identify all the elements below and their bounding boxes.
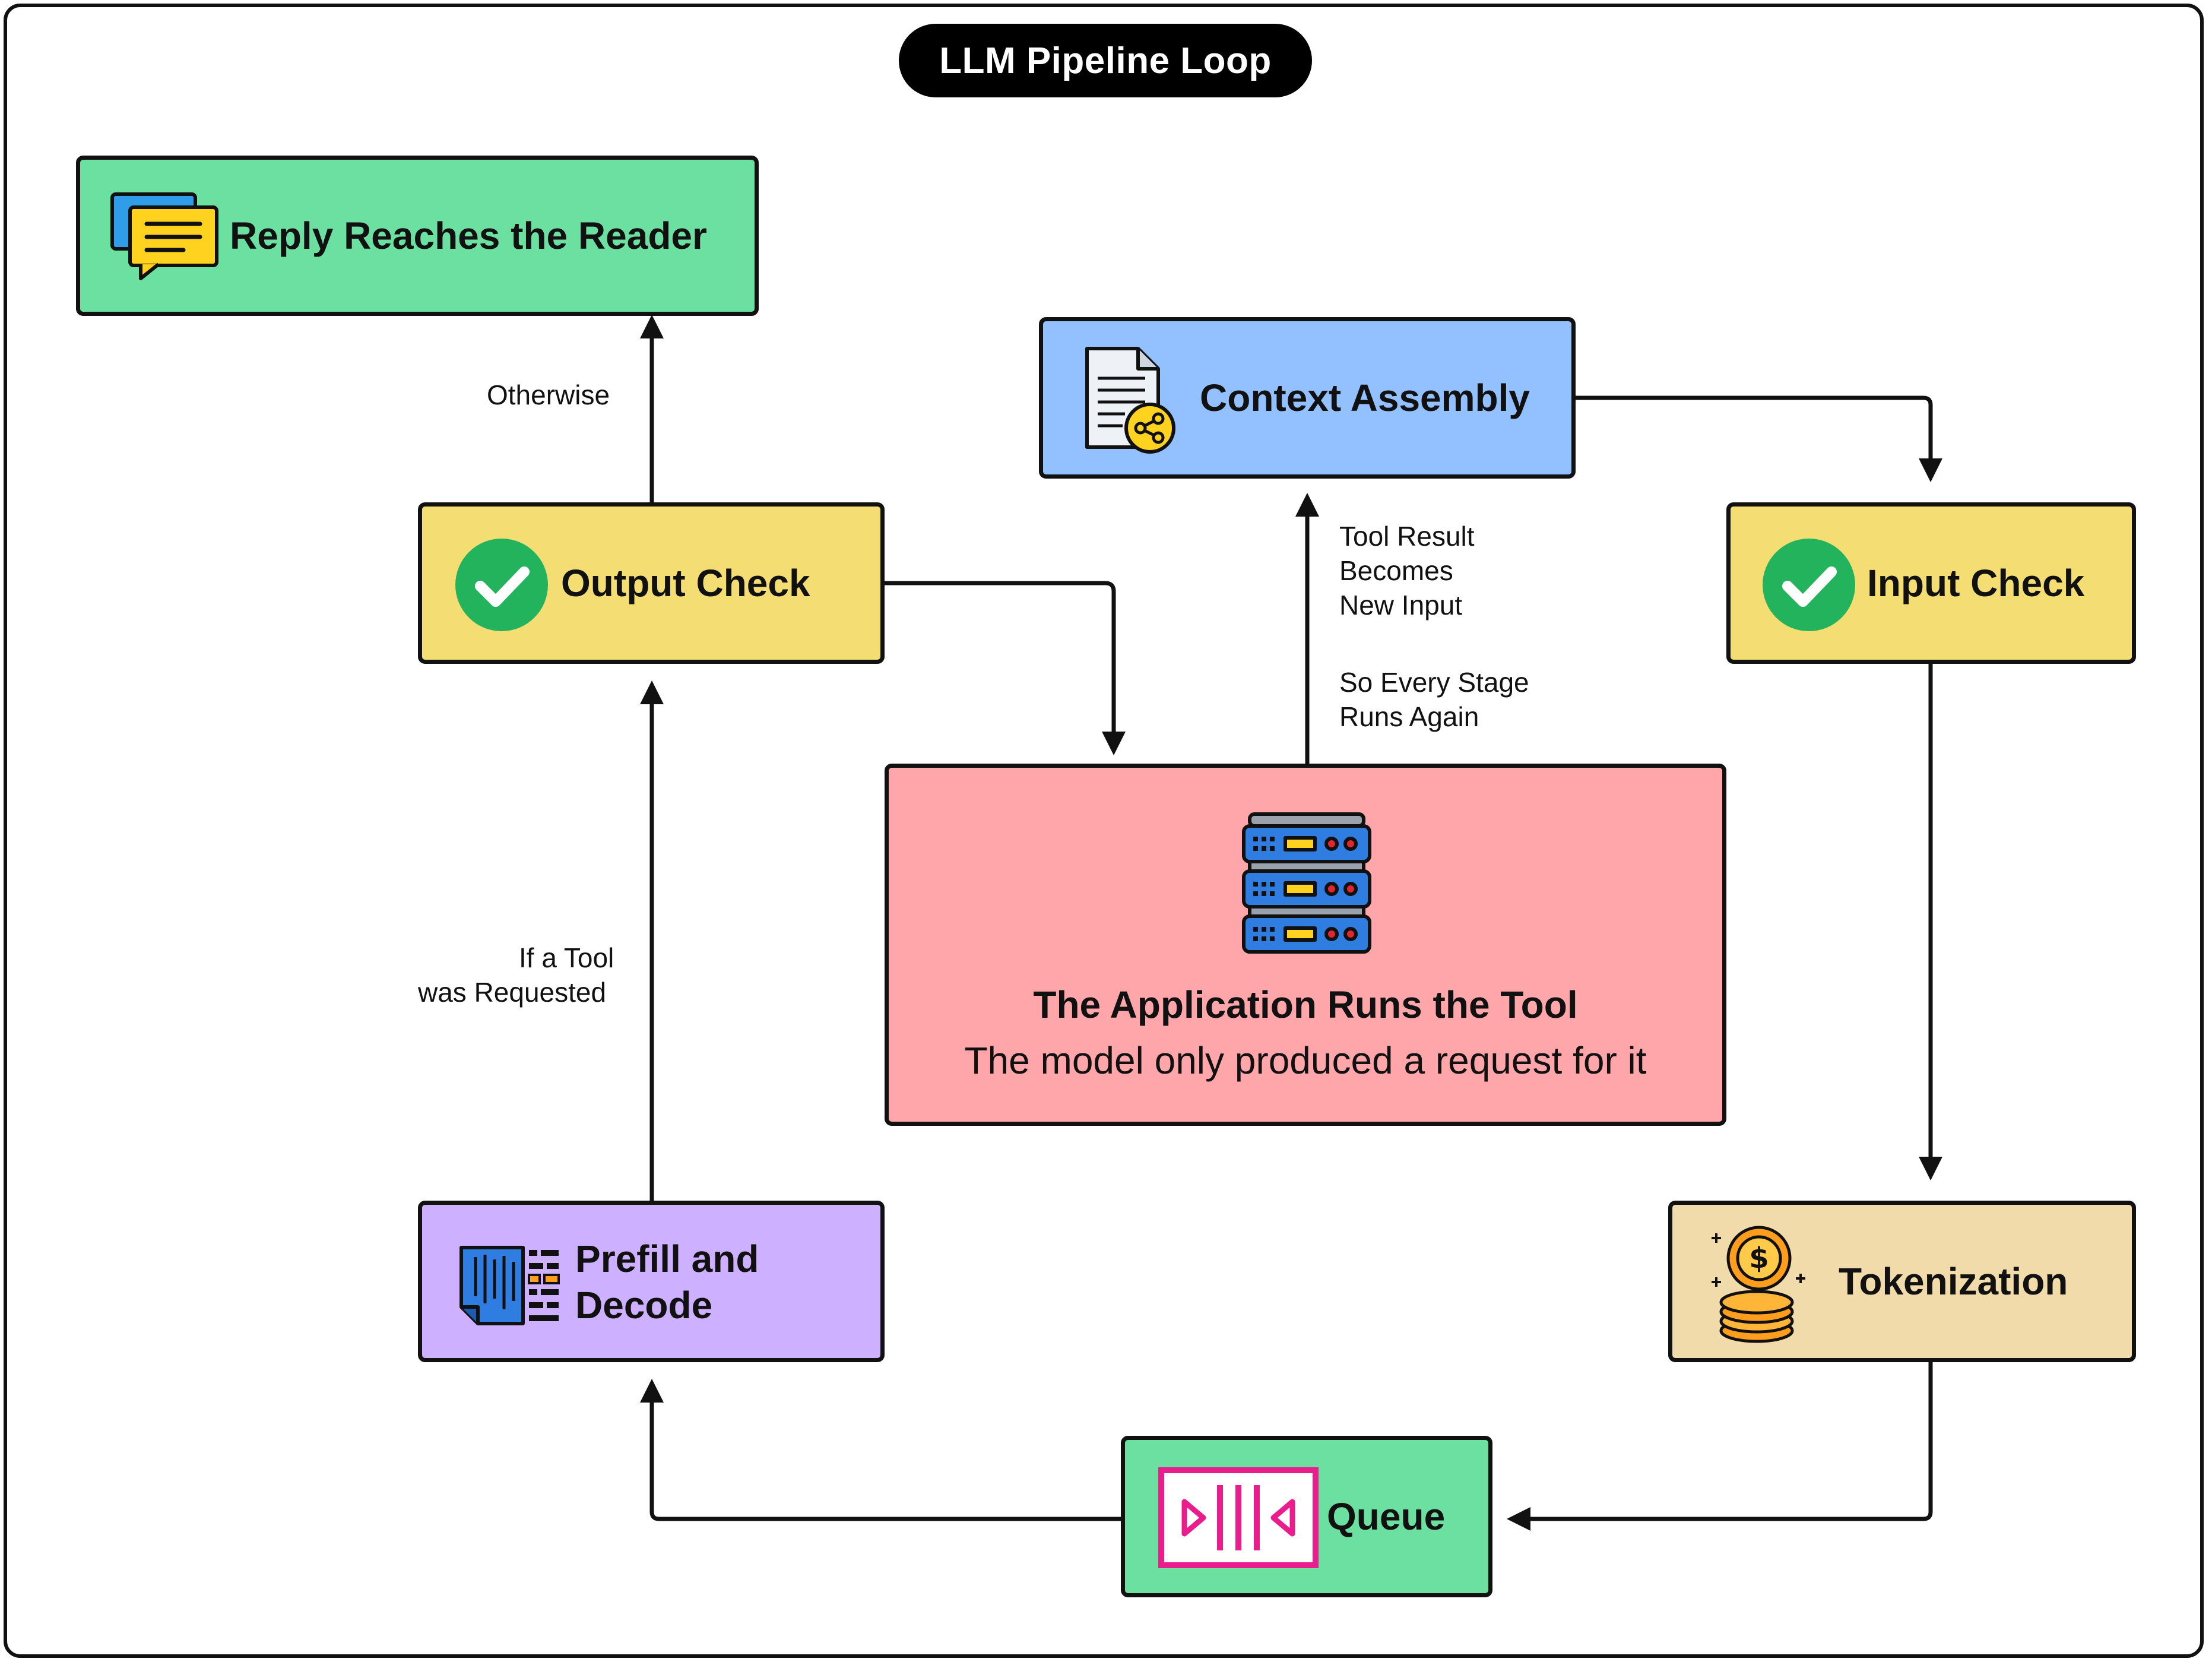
node-reply-reaches-reader: Reply Reaches the Reader bbox=[76, 156, 759, 316]
token-grid-icon bbox=[459, 1246, 560, 1325]
document-share-icon bbox=[1085, 347, 1175, 454]
svg-text:$: $ bbox=[1749, 1242, 1769, 1275]
edge-label-tool-result-1: Tool Result bbox=[1339, 521, 1475, 552]
queue-icon bbox=[1158, 1467, 1319, 1568]
edge-context-to-input-check bbox=[1573, 395, 1942, 482]
chat-bubbles-icon bbox=[110, 192, 218, 280]
check-circle-icon bbox=[1763, 539, 1855, 631]
node-application-runs-tool: The Application Runs the Tool The model … bbox=[885, 764, 1726, 1126]
node-tokenization-label: Tokenization bbox=[1839, 1259, 2068, 1303]
node-queue-label: Queue bbox=[1327, 1495, 1446, 1538]
node-context-assembly: Context Assembly bbox=[1039, 317, 1576, 479]
server-rack-icon bbox=[1242, 812, 1371, 954]
edge-label-tool-result-3: New Input bbox=[1339, 590, 1463, 621]
check-circle-icon bbox=[455, 539, 548, 631]
diagram-frame bbox=[4, 4, 2204, 1658]
edge-label-tool-result-2: Becomes bbox=[1339, 555, 1453, 586]
node-output-check: Output Check bbox=[418, 502, 885, 664]
edge-label-otherwise: Otherwise bbox=[487, 379, 610, 410]
node-input-check-label: Input Check bbox=[1867, 561, 2085, 604]
edge-label-every-stage-2: Runs Again bbox=[1339, 701, 1479, 732]
edge-tokenization-to-queue bbox=[1507, 1360, 1933, 1531]
node-prefill-label-line1: Prefill and bbox=[575, 1237, 759, 1280]
edge-label-every-stage-1: So Every Stage bbox=[1339, 667, 1529, 698]
node-tokenization: $ Tokenization bbox=[1668, 1201, 2136, 1362]
edge-label-tool-requested-2: was Requested bbox=[418, 977, 607, 1008]
node-reply-label: Reply Reaches the Reader bbox=[230, 214, 707, 257]
edge-output-check-to-tool bbox=[885, 581, 1126, 755]
node-output-check-label: Output Check bbox=[561, 561, 810, 604]
diagram-title: LLM Pipeline Loop bbox=[899, 24, 1312, 97]
node-queue: Queue bbox=[1121, 1436, 1492, 1597]
node-tool-sublabel: The model only produced a request for it bbox=[964, 1039, 1647, 1082]
edge-label-tool-requested-1: If a Tool bbox=[519, 942, 614, 973]
node-tool-label: The Application Runs the Tool bbox=[1033, 983, 1578, 1026]
coin-stack-icon: $ bbox=[1712, 1226, 1805, 1343]
node-prefill-decode: Prefill and Decode bbox=[418, 1201, 885, 1362]
node-input-check: Input Check bbox=[1726, 502, 2136, 664]
edge-queue-to-prefill bbox=[640, 1379, 1121, 1521]
node-context-label: Context Assembly bbox=[1200, 376, 1530, 419]
node-prefill-label-line2: Decode bbox=[575, 1284, 713, 1327]
